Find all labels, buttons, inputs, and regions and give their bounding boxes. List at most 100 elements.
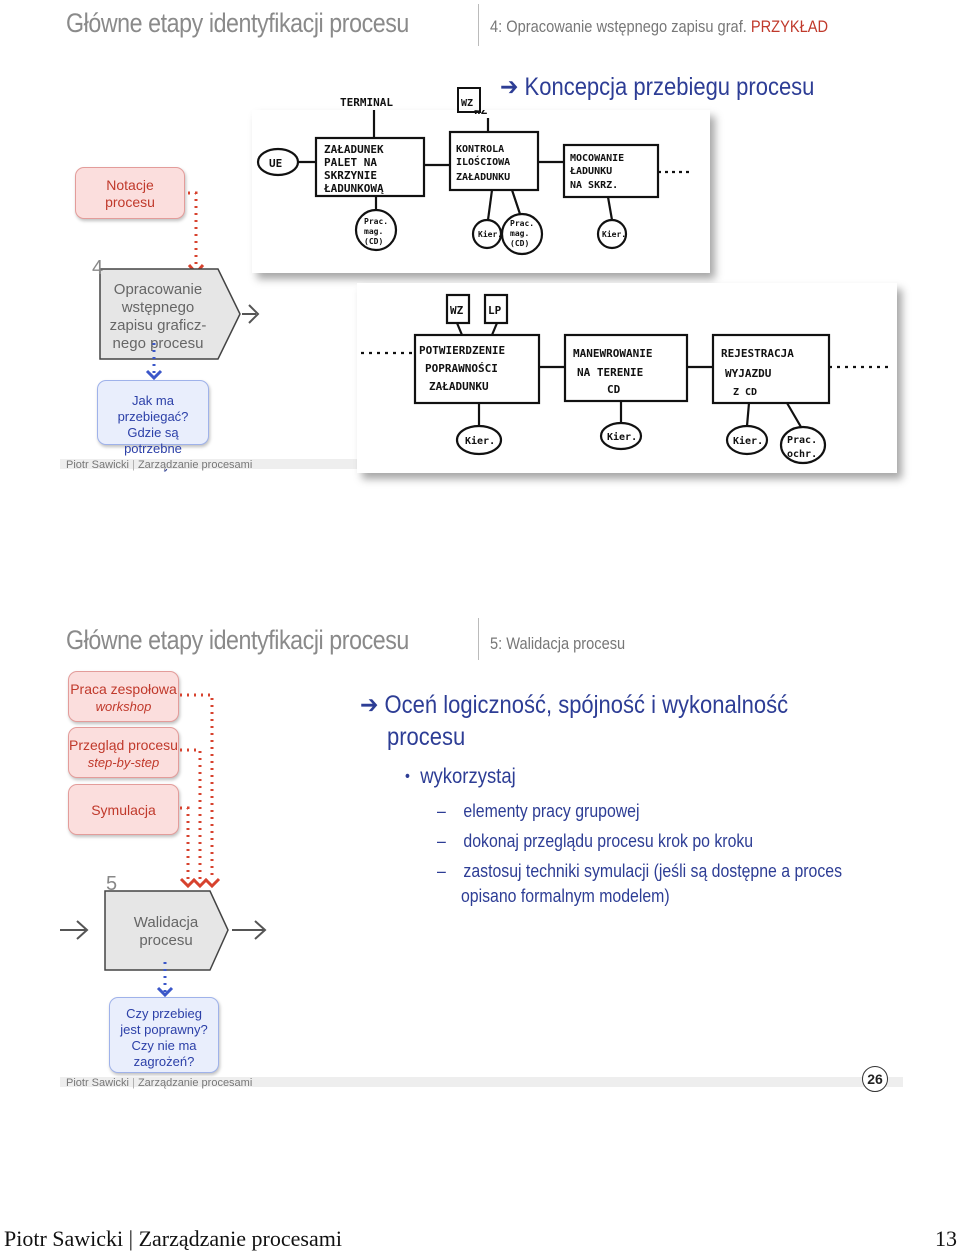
sub-item-1-text: elementy pracy grupowej bbox=[463, 801, 640, 821]
slide-number-badge: 26 bbox=[862, 1066, 888, 1092]
sketch-2-r3: Kier. bbox=[733, 435, 763, 447]
page-footer-text: Piotr Sawicki | Zarządzanie procesami bbox=[4, 1226, 342, 1251]
slide-2-footer: Piotr Sawicki | Zarządzanie procesami bbox=[66, 1077, 253, 1089]
slide-2-flow-connectors bbox=[60, 693, 267, 998]
footer-author: Piotr Sawicki bbox=[66, 1077, 129, 1089]
sketch-2-box1-line-2: POPRAWNOŚCI bbox=[425, 362, 498, 375]
sketch-2-box1-line-3: ZAŁADUNKU bbox=[429, 380, 489, 393]
question-2-line-3: Czy nie ma bbox=[131, 1038, 197, 1053]
sketch-2-r1: Kier. bbox=[465, 435, 495, 447]
dash-icon: – bbox=[437, 801, 446, 821]
step-4-number: 4 bbox=[92, 257, 104, 279]
workshop-box: Praca zespołowa workshop bbox=[68, 671, 179, 722]
red-dotted-connector-2 bbox=[180, 748, 202, 880]
sketch-1-box1-line-3: SKRZYNIE bbox=[324, 169, 377, 182]
red-arrowhead-icon bbox=[203, 877, 221, 889]
blue-arrowhead-icon bbox=[145, 369, 163, 381]
title-divider-2 bbox=[478, 618, 479, 660]
bullet-dot-icon: • bbox=[405, 768, 410, 785]
subtitle-example-label: PRZYKŁAD bbox=[750, 17, 829, 36]
red-dotted-connector bbox=[188, 191, 198, 267]
question-2-line-2: jest poprawny? bbox=[120, 1022, 208, 1037]
notation-line-2: procesu bbox=[105, 194, 155, 210]
arrow-right-icon: ➔ bbox=[360, 691, 379, 719]
sketch-1-box1-line-4: ŁADUNKOWĄ bbox=[323, 182, 384, 195]
dash-icon: – bbox=[437, 861, 446, 881]
sketch-2-r2: Kier. bbox=[607, 431, 637, 443]
sketch-2-lp: LP bbox=[488, 304, 502, 317]
step-4-line-2: wstępnego bbox=[121, 299, 195, 316]
simulation-label: Symulacja bbox=[91, 802, 156, 818]
sketch-1-ue: UE bbox=[269, 157, 282, 170]
step-5-line-2: procesu bbox=[139, 932, 193, 949]
sketch-2-box3-line-2: WYJAZDU bbox=[725, 367, 772, 380]
red-dotted-connector-1 bbox=[180, 693, 214, 880]
question-box-2: Czy przebieg jest poprawny? Czy nie ma z… bbox=[109, 997, 219, 1073]
sketch-1-box2-line-1: KONTROLA bbox=[456, 144, 504, 155]
blue-arrowhead-icon bbox=[156, 986, 174, 998]
sketch-1-r3-line-1: Prac. bbox=[510, 219, 534, 228]
sketch-1-box2-line-3: ZAŁADUNKU bbox=[456, 172, 510, 183]
red-arrowhead-icon bbox=[191, 877, 209, 889]
sketch-2-box1-line-1: POTWIERDZENIE bbox=[419, 344, 505, 357]
sketch-2-box3-line-1: REJESTRACJA bbox=[721, 347, 794, 360]
sub-item-3-text: zastosuj techniki symulacji (jeśli są do… bbox=[463, 861, 843, 881]
step-5-chevron bbox=[104, 890, 229, 971]
dash-icon: – bbox=[437, 831, 446, 851]
step-4-label: Opracowanie wstępnego zapisu graficz- ne… bbox=[104, 281, 212, 353]
review-line-1: Przegląd procesu bbox=[69, 737, 178, 753]
bullet-use: • wykorzystaj bbox=[405, 765, 516, 789]
sub-item-3-cont: opisano formalnym modelem) bbox=[461, 886, 670, 906]
sketch-1-wz-label: WZ bbox=[461, 98, 473, 109]
question-1-line-2: Gdzie są potrzebne bbox=[124, 425, 182, 456]
handwritten-sketch-1: UE TERMINAL WZ ZAŁADUNEK PALET NA SKRZYN… bbox=[252, 94, 710, 273]
sketch-2-box2-line-3: CD bbox=[607, 383, 621, 396]
title-divider bbox=[478, 4, 479, 46]
notation-line-1: Notacje bbox=[106, 177, 154, 193]
sketch-1-box1-line-2: PALET NA bbox=[324, 156, 377, 169]
red-dotted-connector-3 bbox=[180, 806, 190, 880]
validation-heading: ➔ Oceń logiczność, spójność i wykonalnoś… bbox=[360, 690, 788, 720]
sketch-1-r1-line-2: mag. bbox=[364, 227, 383, 236]
sketch-1-box3-line-2: ŁADUNKU bbox=[569, 166, 612, 177]
sketch-1-r3-line-3: (CD) bbox=[510, 239, 529, 248]
step-5-number: 5 bbox=[106, 873, 118, 895]
concept-text: Koncepcja przebiegu procesu bbox=[524, 73, 815, 101]
heading-line-2: procesu bbox=[387, 723, 466, 751]
review-box: Przegląd procesu step-by-step bbox=[68, 727, 179, 778]
question-box-1: Jak ma przebiegać? Gdzie są potrzebne za… bbox=[97, 380, 209, 472]
sketch-1-r3-line-2: mag. bbox=[510, 229, 529, 238]
footer-title: Zarządzanie procesami bbox=[137, 459, 253, 471]
sketch-1-box2-line-2: ILOŚCIOWA bbox=[456, 155, 510, 168]
sketch-2-r4-line-1: Prac. bbox=[787, 435, 817, 446]
slide-1-flow-connectors bbox=[99, 191, 260, 381]
sketch-2-box2-line-1: MANEWROWANIE bbox=[573, 347, 652, 360]
step-right-arrow-icon bbox=[232, 920, 267, 940]
red-arrowhead-icon bbox=[179, 877, 197, 889]
sub-item-2: – dokonaj przeglądu procesu krok po krok… bbox=[437, 828, 753, 854]
slide-1-title: Główne etapy identyfikacji procesu bbox=[66, 8, 409, 38]
step-4-chevron bbox=[99, 268, 241, 360]
question-2-line-1: Czy przebieg bbox=[126, 1006, 202, 1021]
slide-1-subtitle: 4: Opracowanie wstępnego zapisu graf. PR… bbox=[490, 17, 828, 37]
sketch-2-r4-line-2: ochr. bbox=[787, 449, 817, 460]
slide-1-footer: Piotr Sawicki | Zarządzanie procesami bbox=[66, 459, 253, 471]
step-5-line-1: Walidacja bbox=[133, 914, 199, 931]
sub-item-1: – elementy pracy grupowej bbox=[437, 798, 640, 824]
sub-item-3: – zastosuj techniki symulacji (jeśli są … bbox=[437, 858, 842, 884]
sketch-1-box3-line-3: NA SKRZ. bbox=[570, 180, 618, 191]
slide-1-footer-bar bbox=[60, 459, 360, 469]
sketch-1-r2: Kier. bbox=[478, 229, 502, 239]
page-number: 13 bbox=[935, 1226, 957, 1251]
bullet-use-text: wykorzystaj bbox=[420, 765, 516, 788]
step-4-line-3: zapisu graficz- bbox=[109, 317, 207, 334]
footer-author: Piotr Sawicki bbox=[66, 459, 129, 471]
workshop-line-1: Praca zespołowa bbox=[70, 681, 177, 697]
sketch-2-drawing: WZ LP POTWIERDZENIE POPRAWNOŚCI ZAŁADUNK… bbox=[361, 293, 891, 465]
sketch-1-r1-line-3: (CD) bbox=[364, 237, 383, 246]
step-right-arrow-icon bbox=[242, 304, 260, 324]
handwritten-sketch-2: WZ LP POTWIERDZENIE POPRAWNOŚCI ZAŁADUNK… bbox=[357, 283, 897, 473]
sketch-1-r4: Kier. bbox=[602, 229, 626, 239]
step-4-line-4: nego procesu bbox=[112, 335, 204, 352]
subtitle-text: 4: Opracowanie wstępnego zapisu graf. bbox=[490, 17, 751, 36]
